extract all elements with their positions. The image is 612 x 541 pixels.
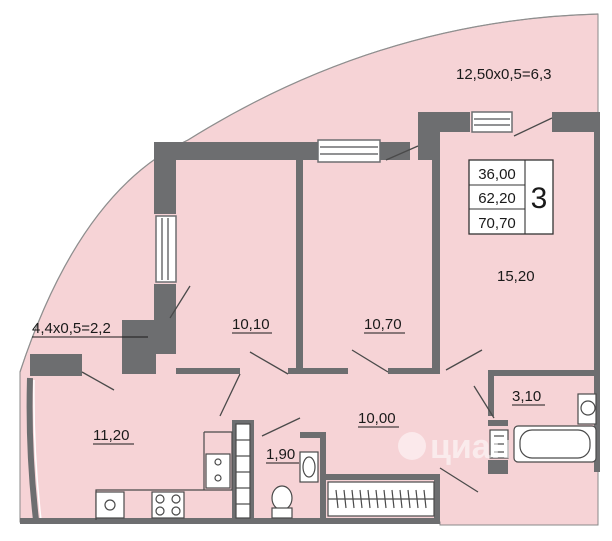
label-living-room: 15,20 [497, 268, 535, 285]
toilet-bowl-icon [271, 485, 293, 511]
watermark-text: циан [430, 428, 511, 466]
fridge-icon [95, 491, 125, 519]
curved-window [26, 377, 39, 521]
total-area-value: 62,20 [478, 190, 516, 207]
sink-icon [205, 453, 231, 489]
label-hall: 10,00 [358, 410, 396, 427]
label-bathroom: 3,10 [512, 388, 541, 405]
kitchen-counter [95, 423, 251, 520]
label-kitchen: 11,20 [93, 427, 129, 444]
toilet-fixtures [271, 451, 319, 519]
area-with-balcony-value: 70,70 [478, 215, 516, 232]
room-count: 3 [531, 182, 548, 215]
facade-curve [19, 13, 599, 373]
living-area-value: 36,00 [478, 166, 516, 183]
wardrobe [327, 481, 435, 517]
label-balcony-left: 4,4x0,5=2,2 [32, 320, 111, 337]
bathroom-fixtures [489, 393, 597, 463]
watermark: циан [398, 428, 511, 466]
door-lines [81, 117, 553, 493]
windows [155, 111, 513, 283]
label-bedroom-middle: 10,70 [364, 316, 402, 333]
label-toilet: 1,90 [266, 446, 295, 463]
watermark-logo-icon [398, 432, 426, 460]
summary-box: 36,00 62,20 70,70 3 [468, 159, 554, 235]
label-bedroom-left: 10,10 [232, 316, 270, 333]
label-balcony-top: 12,50x0,5=6,3 [456, 66, 552, 83]
